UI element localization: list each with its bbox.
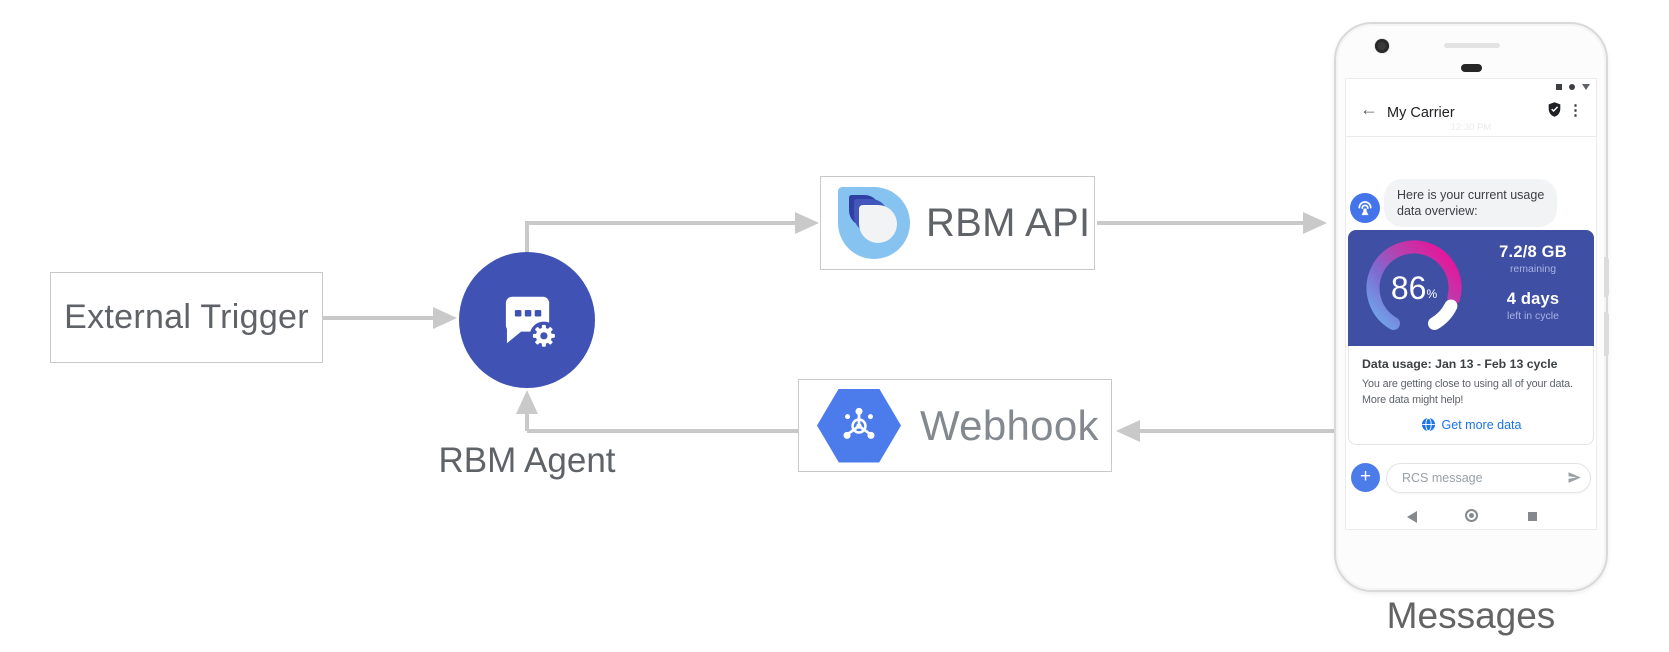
connector-phone-to-webhook [1139,429,1339,433]
back-button[interactable]: ← [1360,99,1378,119]
arrowhead-phone-to-webhook [1116,420,1140,442]
usage-amount: 7.2/8 GB [1499,243,1567,261]
gauge-percent: 86 % [1363,237,1465,339]
rbm-api-box: RBM API [820,176,1095,270]
usage-body-line-2: More data might help! [1362,393,1464,406]
attach-plus-button[interactable]: + [1351,463,1380,492]
connector-trigger-to-agent [323,316,433,320]
overflow-menu-icon[interactable]: ⋮ [1568,102,1584,119]
usage-gauge: 86 % [1363,237,1465,339]
gear-icon [529,321,559,351]
pubsub-hexagon-icon [817,388,901,463]
external-trigger-label: External Trigger [64,298,309,336]
usage-days-caption: left in cycle [1507,310,1559,322]
connector-agent-up [525,223,529,253]
gauge-percent-value: 86 [1390,269,1427,306]
arrowhead-trigger-to-agent [433,307,457,329]
speaker-slot [1444,43,1500,48]
power-button [1604,257,1609,297]
gauge-arc [1366,240,1462,330]
status-circle-icon [1569,84,1575,90]
volume-button [1604,312,1609,356]
webhook-box: Webhook [798,379,1112,472]
phone-screen: ← My Carrier ⋮ 12:30 PM Here is your cur… [1345,78,1597,530]
usage-summary: 7.2/8 GB remaining 4 days left in cycle [1476,243,1590,322]
webhook-label: Webhook [920,401,1099,449]
bubble-line-2: data overview: [1397,204,1478,218]
carrier-avatar [1350,193,1380,223]
rbm-agent-node [459,252,595,388]
rbm-agent-label: RBM Agent [438,441,616,480]
connector-webhook-to-agent [527,429,799,433]
connector-agent-to-api [525,221,795,225]
phone-mockup: ← My Carrier ⋮ 12:30 PM Here is your cur… [1334,22,1609,592]
arrowhead-agent-to-api [795,212,819,234]
usage-gauge-panel: 86 % 7.2/8 GB remaining 4 days left in c… [1348,230,1594,346]
status-square-icon [1556,84,1562,90]
messages-caption: Messages [1386,595,1556,636]
status-bar-icons [1556,84,1590,90]
arrowhead-api-to-phone [1303,212,1327,234]
android-back-button[interactable] [1407,511,1417,523]
get-more-data-button[interactable]: Get more data [1362,417,1580,432]
earpiece [1461,64,1482,72]
usage-body: You are getting close to using all of yo… [1362,377,1580,408]
rcs-message-input[interactable] [1386,463,1591,493]
usage-title: Data usage: Jan 13 - Feb 13 cycle [1362,357,1558,371]
antenna-wifi-icon [1358,201,1372,216]
rbm-api-logo-icon [838,187,910,259]
send-icon[interactable] [1567,470,1582,485]
header-divider [1346,136,1596,137]
usage-amount-caption: remaining [1509,263,1557,275]
verified-shield-icon [1548,102,1561,117]
status-triangle-icon [1582,84,1590,90]
faint-timestamp: 12:30 PM [1450,122,1492,133]
rbm-api-label: RBM API [926,200,1091,245]
android-recents-button[interactable] [1528,512,1537,521]
usage-body-line-1: You are getting close to using all of yo… [1362,378,1573,390]
front-camera [1375,39,1389,53]
usage-days: 4 days [1506,290,1560,308]
data-usage-card: 86 % 7.2/8 GB remaining 4 days left in c… [1348,230,1594,445]
conversation-title: My Carrier [1387,105,1455,121]
get-more-data-label: Get more data [1441,417,1522,432]
connector-api-to-phone [1097,221,1304,225]
incoming-message-bubble: Here is your current usage data overview… [1384,179,1558,227]
chat-bubble-gear-icon [505,296,559,351]
usage-details-panel: Data usage: Jan 13 - Feb 13 cycle You ar… [1348,346,1594,445]
connector-webhook-up [525,413,529,431]
hub-spokes-icon [843,407,875,439]
external-trigger-box: External Trigger [50,272,323,363]
bubble-line-1: Here is your current usage [1397,188,1545,202]
android-home-button[interactable] [1465,509,1478,522]
arrowhead-webhook-to-agent [516,390,538,414]
globe-icon [1421,417,1435,432]
gauge-percent-sign: % [1426,287,1438,301]
